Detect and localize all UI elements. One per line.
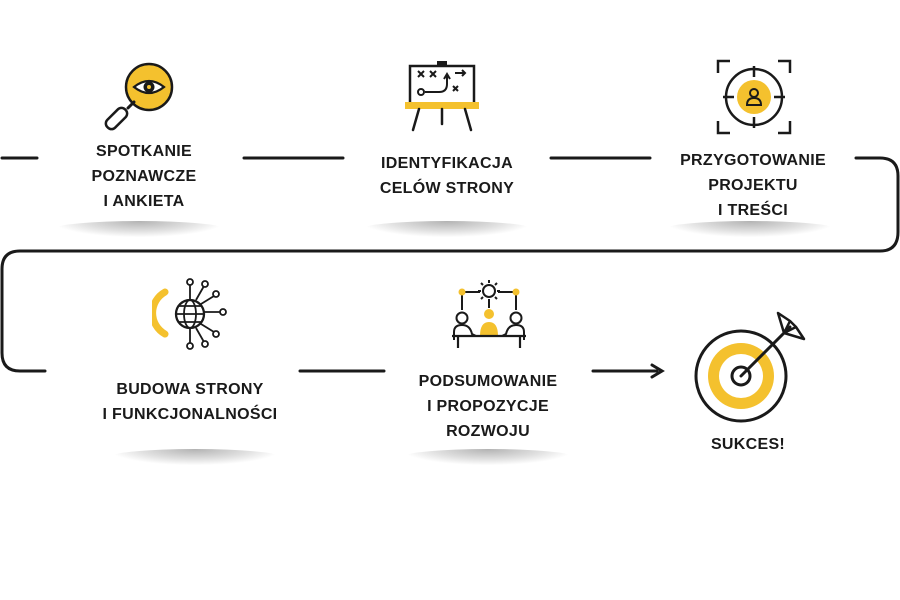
step-label: PODSUMOWANIE I PROPOZYCJE ROZWOJU: [418, 373, 558, 440]
step-shadow: [403, 449, 573, 465]
step-shadow: [362, 221, 532, 237]
connector-curve: [0, 156, 900, 373]
step-label: PRZYGOTOWANIE PROJEKTU I TREŚCI: [680, 152, 826, 219]
step-label: BUDOWA STRONY I FUNKCJONALNOŚCI: [102, 381, 278, 423]
team-meeting-icon: [452, 280, 526, 348]
globe-network-icon: [152, 278, 227, 350]
step-label: SPOTKANIE POZNAWCZE I ANKIETA: [91, 143, 197, 210]
step-shadow: [665, 221, 835, 237]
bullseye-arrow-icon: [694, 311, 806, 423]
target-person-icon: [716, 59, 792, 135]
step-label: SUKCES!: [710, 436, 786, 453]
step-shadow: [110, 449, 280, 465]
step-label: IDENTYFIKACJA CELÓW STRONY: [379, 155, 515, 197]
magnifier-eye-icon: [104, 62, 174, 131]
step-shadow: [54, 221, 224, 237]
strategy-board-icon: [405, 61, 479, 132]
arrow-head: [650, 363, 665, 379]
